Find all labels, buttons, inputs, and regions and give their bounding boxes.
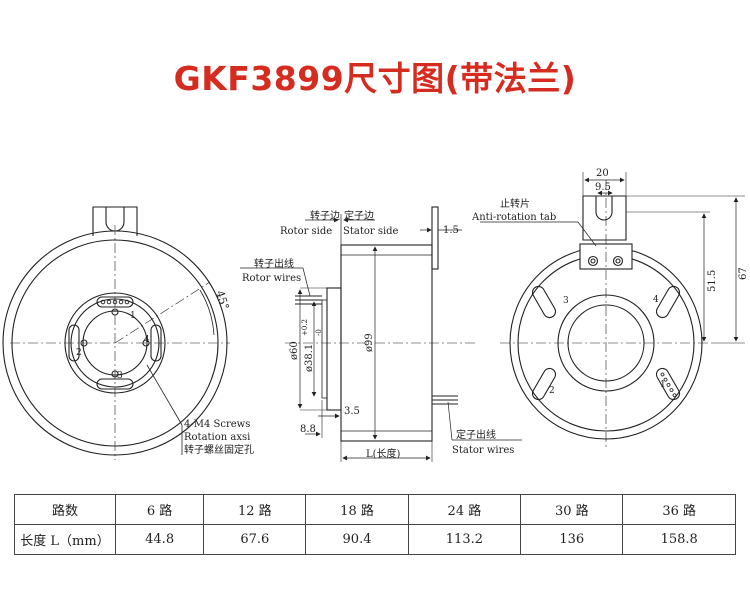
tol-upper: +0.2 (301, 319, 309, 336)
rotor-side-cn: 转子边 (310, 209, 340, 222)
dim-99: ø99 (364, 333, 375, 352)
stator-side-en: Stator side (343, 226, 399, 237)
screws-label-en: 4-M4 Screws (184, 419, 250, 430)
table-cell: 36 路 (622, 494, 736, 525)
table-cell: 路数 (14, 494, 116, 525)
right-view-text: 20 9.5 止转片 Anti-rotation tab 51.5 67 1 2… (471, 168, 749, 396)
table-cell: 44.8 (114, 524, 205, 555)
right-channel-4: 4 (653, 295, 659, 305)
table-cell: 18 路 (305, 494, 409, 525)
table-cell: 30 路 (520, 494, 624, 525)
dim-38-1: ø38.1 (304, 344, 315, 372)
left-channel-1: 1 (130, 311, 136, 321)
stator-side-cn: 定子边 (344, 209, 374, 222)
dim-51-5: 51.5 (707, 270, 718, 292)
tol-lower: -0 (315, 329, 323, 336)
page-title: GKF3899尺寸图(带法兰) (173, 59, 577, 98)
side-rotor-hub (326, 287, 342, 411)
table-cell: 67.6 (203, 524, 307, 555)
table-row: 路数 6 路 12 路 18 路 24 路 30 路 36 路 (14, 494, 736, 525)
dim-8-8: 8.8 (300, 424, 316, 435)
left-channel-4: 4 (144, 335, 150, 345)
technical-drawing: 45° 1 2 3 4 4-M4 Screws Rotation axsi 转子… (2, 168, 749, 462)
stator-wires-en: Stator wires (452, 445, 514, 456)
rotation-axis-label-en: Rotation axsi (184, 432, 250, 443)
spec-table: 路数 6 路 12 路 18 路 24 路 30 路 36 路 长度 L（mm）… (14, 494, 736, 555)
table-cell: 90.4 (305, 524, 409, 555)
right-channel-1: 1 (660, 380, 666, 390)
stator-wires-cn: 定子出线 (456, 428, 496, 441)
anti-rotation-en: Anti-rotation tab (471, 212, 556, 223)
table-cell: 136 (520, 524, 624, 555)
table-cell: 6 路 (114, 494, 205, 525)
left-channel-2: 2 (76, 348, 82, 358)
table-cell: 158.8 (622, 524, 736, 555)
length-label: L(长度) (366, 447, 401, 460)
front-view-left (2, 206, 230, 460)
dim-9-5: 9.5 (595, 182, 611, 193)
rotor-wires-en: Rotor wires (242, 273, 301, 284)
screws-label-cn: 转子螺丝固定孔 (184, 443, 254, 456)
right-channel-2: 2 (549, 386, 555, 396)
angle-label: 45° (213, 289, 231, 312)
rotor-side-en: Rotor side (280, 226, 332, 237)
anti-rotation-cn: 止转片 (500, 197, 530, 210)
dim-1-5: 1.5 (443, 225, 459, 236)
table-cell: 长度 L（mm） (14, 524, 116, 555)
side-flange (431, 206, 439, 270)
table-cell: 24 路 (407, 494, 522, 525)
dim-60: ø60 (289, 341, 300, 360)
dim-20: 20 (596, 168, 609, 179)
table-cell: 113.2 (407, 524, 522, 555)
left-view-text: 45° 1 2 3 4 4-M4 Screws Rotation axsi 转子… (76, 289, 254, 456)
dim-3-5: 3.5 (344, 406, 360, 417)
side-view-text: 转子边 定子边 Rotor side Stator side 1.5 转子出线 … (242, 209, 514, 460)
right-channel-3: 3 (563, 296, 569, 306)
front-view-right (480, 172, 745, 448)
dim-67: 67 (738, 267, 749, 280)
left-channel-3: 3 (117, 371, 123, 381)
side-view (240, 206, 522, 462)
table-cell: 12 路 (203, 494, 307, 525)
table-row: 长度 L（mm） 44.8 67.6 90.4 113.2 136 158.8 (14, 524, 736, 555)
rotor-wires-cn: 转子出线 (254, 257, 294, 270)
left-tab (92, 206, 138, 236)
